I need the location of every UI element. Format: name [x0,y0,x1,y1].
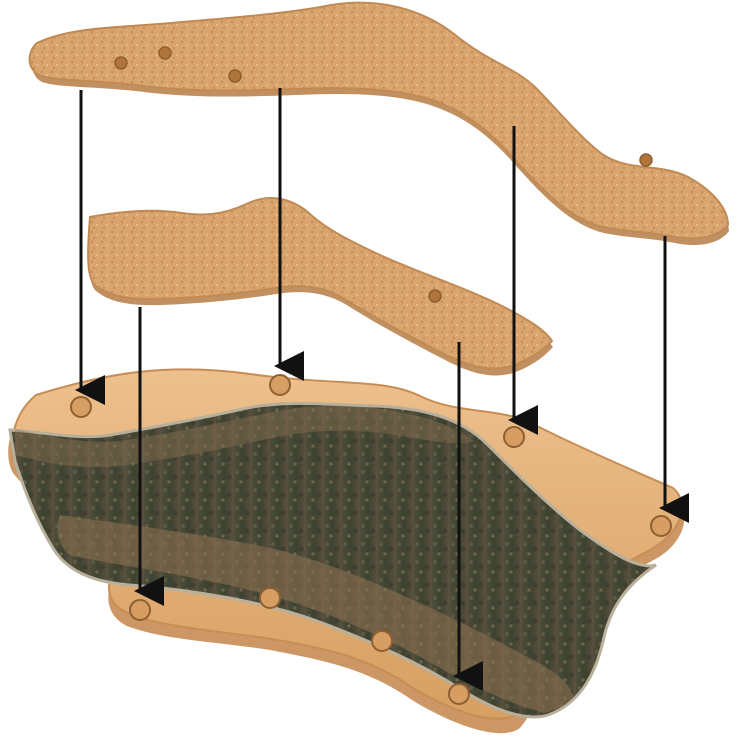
terrain-tray [8,369,684,733]
upper-hole-3 [229,70,241,82]
tray-hole-3 [504,427,524,447]
lower-hole-1 [429,290,441,302]
tray-hole-8 [449,684,469,704]
upper-ridge-body [30,3,728,239]
upper-ridge-cover [30,3,729,245]
tray-hole-7 [372,631,392,651]
lower-ridge-cover [88,198,553,376]
lower-ridge-body [88,198,552,369]
tray-hole-2 [270,375,290,395]
upper-hole-2 [159,47,171,59]
upper-hole-4 [640,154,652,166]
tray-hole-6 [260,588,280,608]
upper-hole-1 [115,57,127,69]
tray-hole-1 [71,397,91,417]
tray-hole-5 [130,600,150,620]
tray-hole-4 [651,516,671,536]
